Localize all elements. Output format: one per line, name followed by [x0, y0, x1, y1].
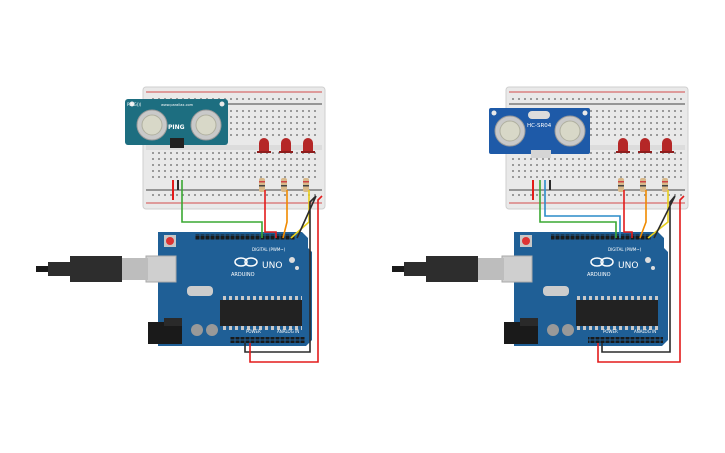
dc-power-jack [504, 318, 538, 344]
led-red-3[interactable] [660, 138, 674, 153]
digital-header-label: DIGITAL (PWM~) [252, 247, 286, 252]
led-red-1[interactable] [616, 138, 630, 153]
led-red-2[interactable] [638, 138, 652, 153]
sensor-top-label: PING))) [127, 102, 142, 107]
wire-orange-led2[interactable] [639, 190, 647, 239]
led-red-3[interactable] [301, 138, 315, 153]
wire-orange-led2[interactable] [282, 190, 288, 239]
ultrasonic-sensor-ping[interactable]: PING))) www.parallax.com PING [125, 99, 228, 148]
digital-header-label: DIGITAL (PWM~) [608, 247, 642, 252]
power-header-label: POWER [246, 329, 261, 334]
wire-blue[interactable] [544, 180, 621, 238]
led-red-2[interactable] [279, 138, 293, 153]
wire-red-led1[interactable] [623, 190, 633, 238]
wire-black-gnd[interactable] [244, 195, 317, 353]
wire-black-gnd[interactable] [601, 195, 676, 353]
dc-power-jack [148, 318, 182, 344]
resistor-3[interactable] [303, 178, 309, 192]
ultrasonic-sensor-hc-sr04[interactable]: HC-SR04 [489, 108, 590, 158]
resistor-3[interactable] [662, 178, 668, 192]
wire-green[interactable] [181, 180, 263, 238]
usb-cable[interactable] [36, 255, 177, 283]
sensor-main-label: PING [168, 124, 185, 131]
wire-yellow-led3[interactable] [290, 190, 310, 239]
wire-red-5v[interactable] [249, 195, 323, 363]
resistor-2[interactable] [640, 178, 646, 192]
wire-red-5v[interactable] [597, 195, 685, 363]
arduino-uno-board[interactable]: ARDUINO UNO DIGITAL (PWM~) POWER ANALOG … [158, 232, 312, 346]
arduino-uno-board[interactable]: ARDUINO UNO DIGITAL (PWM~) POWER ANALOG … [514, 232, 668, 346]
resistor-1[interactable] [618, 178, 624, 192]
arduino-logo-icon [590, 257, 614, 267]
arduino-logo-text: ARDUINO [231, 272, 255, 278]
circuit-left: PING))) www.parallax.com PING [36, 86, 326, 363]
analog-header-label: ANALOG IN [634, 329, 656, 334]
resistor-1[interactable] [259, 178, 265, 192]
resistor-2[interactable] [281, 178, 287, 192]
circuit-right: HC-SR04 [392, 86, 689, 363]
power-header-label: POWER [603, 329, 618, 334]
arduino-model-text: UNO [618, 261, 638, 271]
led-red-1[interactable] [257, 138, 271, 153]
sensor-url-label: www.parallax.com [161, 103, 194, 107]
sensor-main-label: HC-SR04 [527, 123, 552, 129]
analog-header-label: ANALOG IN [277, 329, 299, 334]
arduino-logo-icon [234, 257, 258, 267]
arduino-logo-text: ARDUINO [587, 272, 611, 278]
wire-green[interactable] [539, 180, 617, 238]
arduino-model-text: UNO [262, 261, 282, 271]
wire-red-led1[interactable] [264, 190, 277, 238]
usb-cable[interactable] [392, 255, 533, 283]
wire-yellow-led3[interactable] [647, 190, 669, 239]
